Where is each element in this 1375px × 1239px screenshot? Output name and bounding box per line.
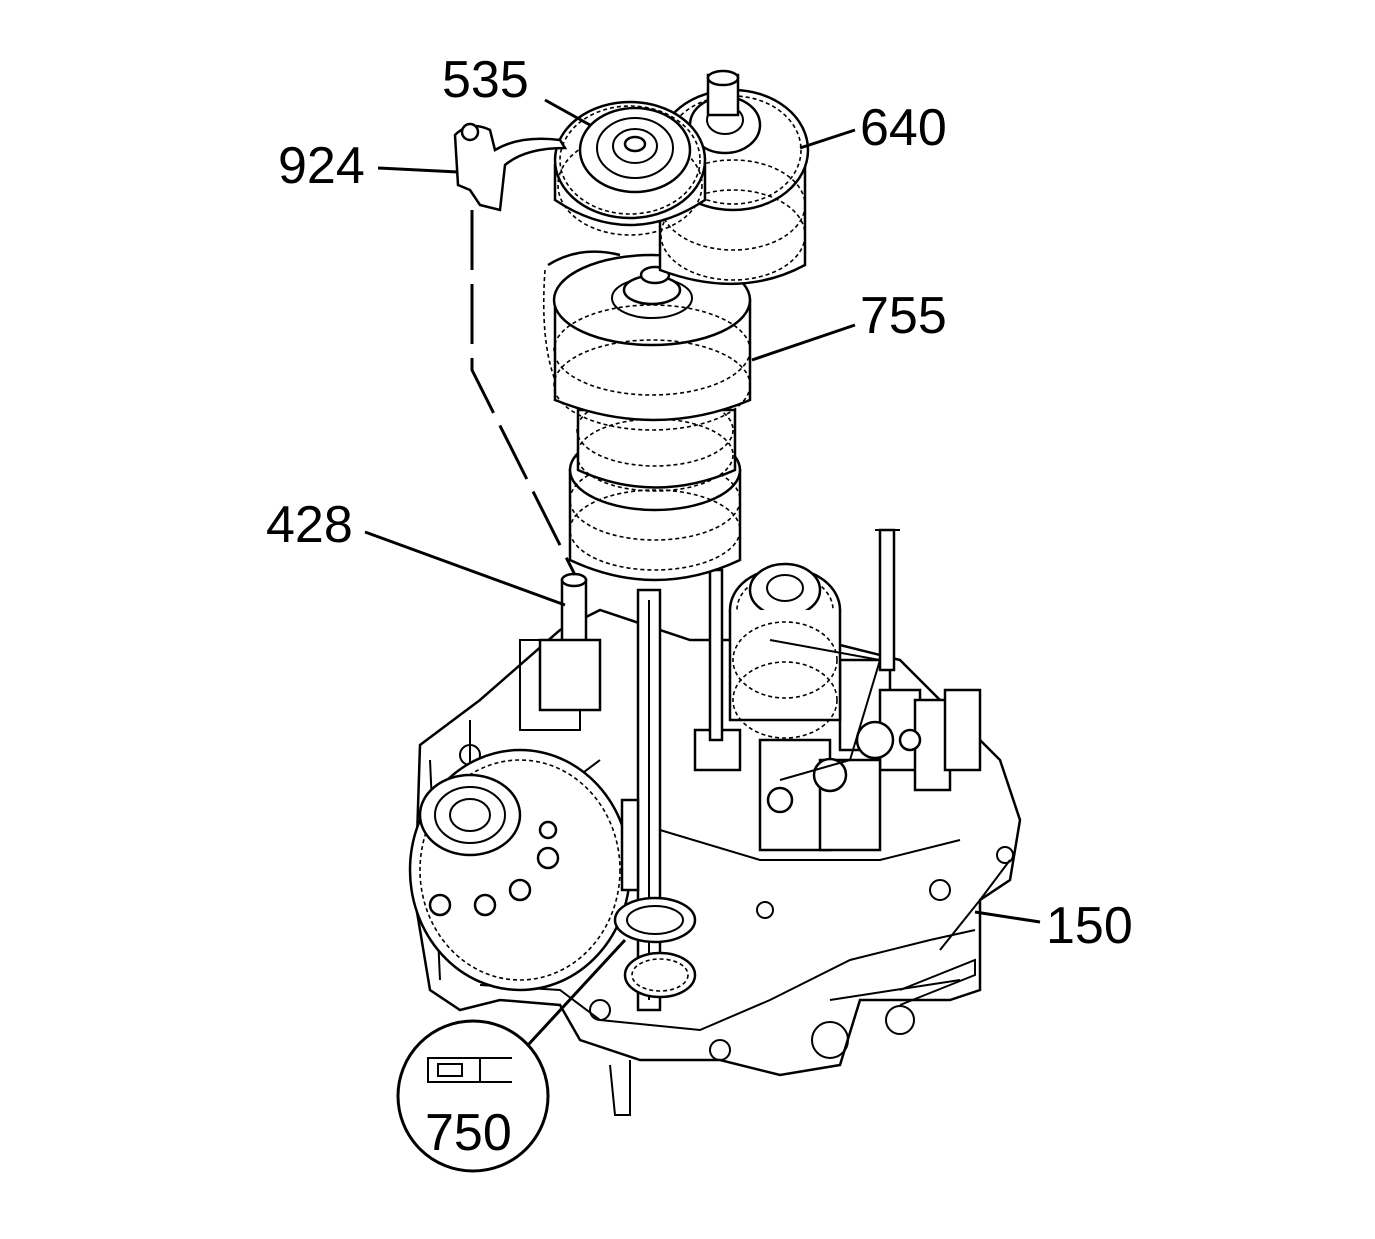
callout-640: 640 [860,99,947,157]
gear-535 [553,100,707,236]
leader-lines [364,98,1041,1047]
countershaft-gear [693,562,882,781]
alignment-line [470,210,577,576]
seal-ring [613,896,697,999]
callout-755: 755 [860,287,947,345]
callout-150: 150 [1046,897,1133,955]
callout-924: 924 [278,137,365,195]
differential-gear [408,748,632,992]
valve-body [758,528,982,852]
tool-icon [427,1057,512,1083]
callout-428: 428 [266,496,353,554]
shift-rail [538,572,602,712]
shift-fork-924 [453,122,568,212]
tool-callout-750: 750 [396,1019,550,1173]
gear-stack-755 [542,250,752,582]
callout-750: 750 [425,1104,512,1162]
callout-535: 535 [442,51,529,109]
